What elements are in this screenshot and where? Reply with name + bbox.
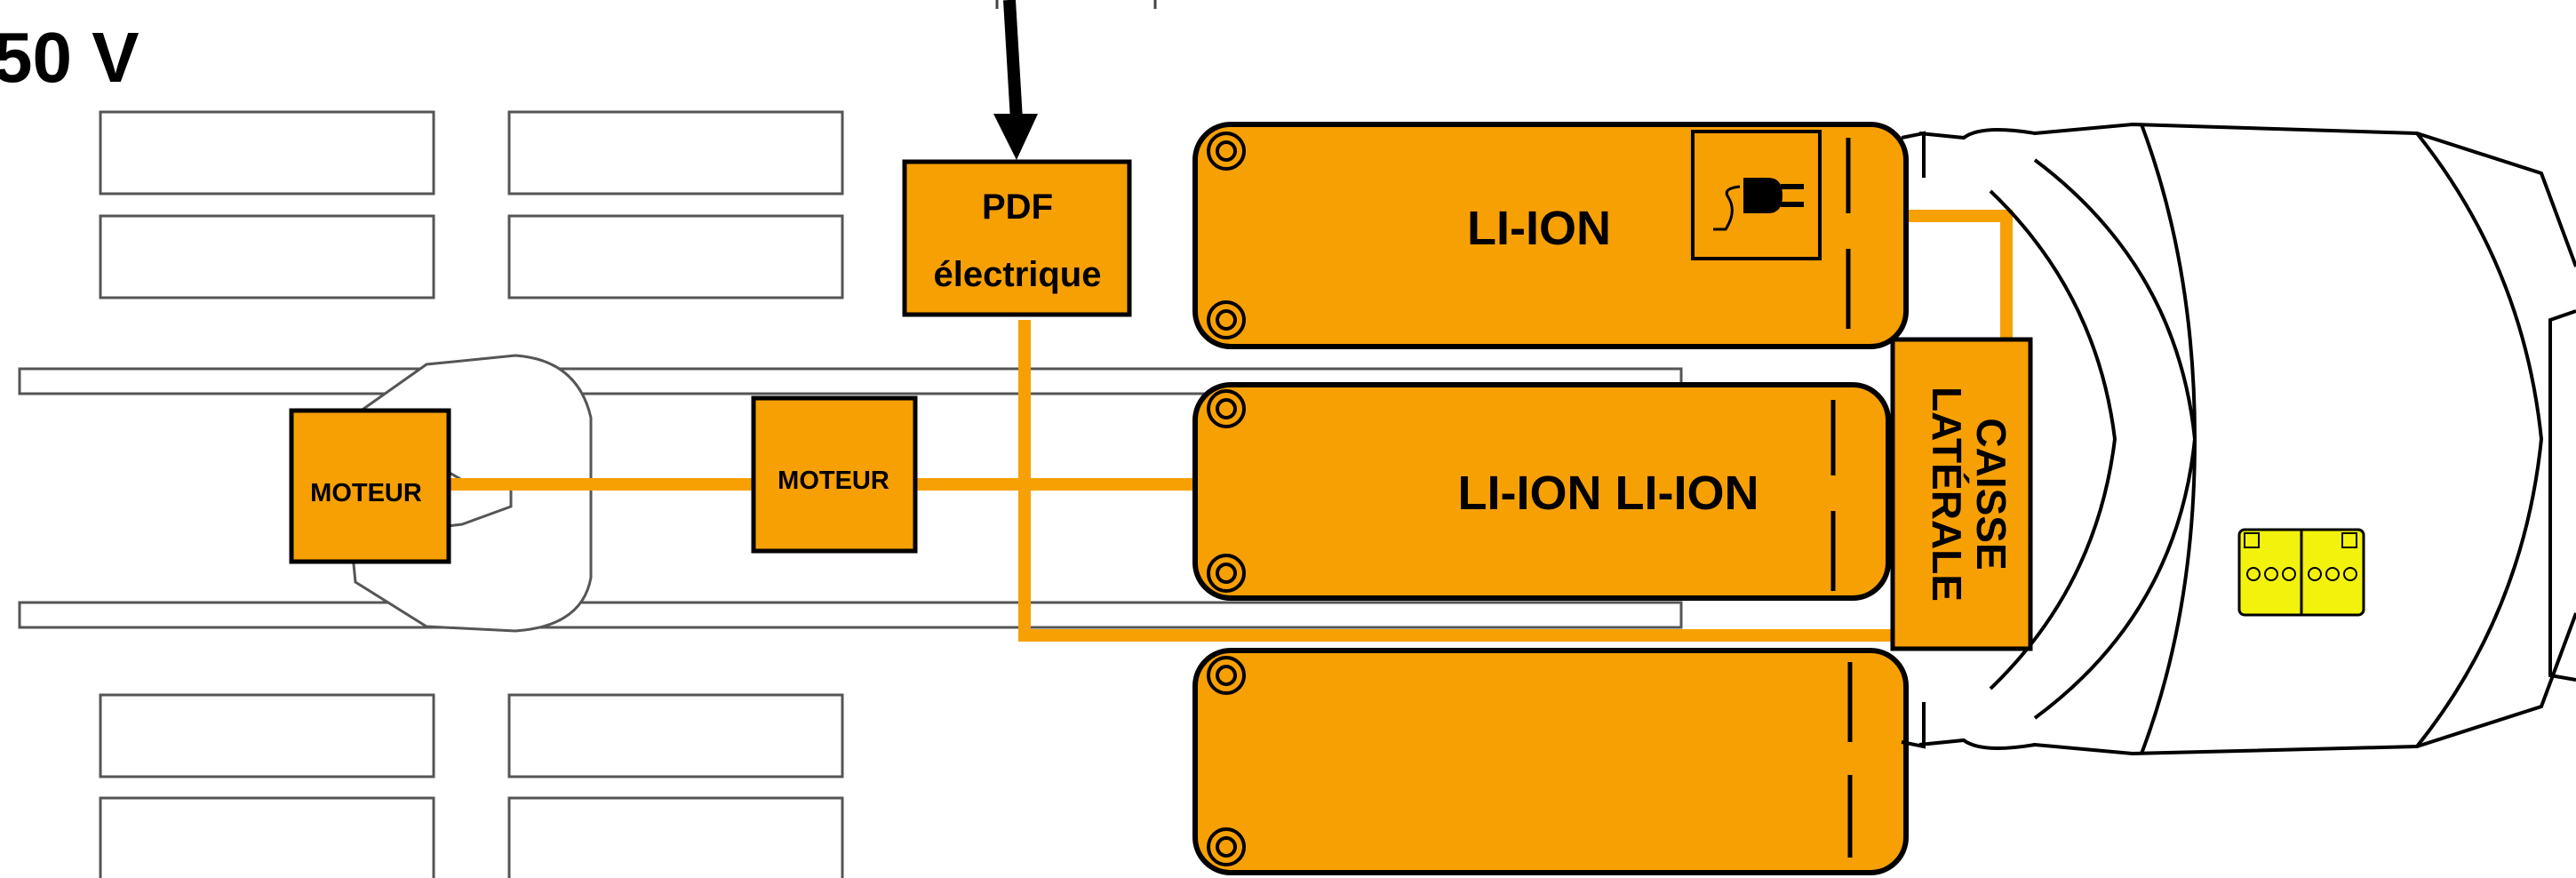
pto-label-line2: électrique [934, 255, 1102, 294]
battery-pack: LI-ION LI-ION [1192, 382, 1891, 601]
side-box: CAISSE LATÉRALE [1890, 337, 2033, 651]
battery-pack [1192, 648, 1909, 875]
motor-box: MOTEUR [289, 408, 451, 564]
power-cables [449, 210, 2013, 642]
battery-pack: LI-ION [1192, 122, 1909, 349]
battery-label: LI-ION LI-ION [1458, 467, 1759, 520]
deck-panels-top [99, 110, 844, 299]
fuse-block-icon [2237, 528, 2365, 617]
pto-box: PDF électrique [902, 159, 1132, 317]
arrow-down-icon [993, 0, 1038, 160]
motor-label: MOTEUR [778, 467, 889, 495]
chassis-rails [18, 367, 1683, 629]
tick-marks [995, 0, 1157, 9]
side-box-label-line2: LATÉRALE [1924, 387, 1970, 602]
motor-box: MOTEUR [751, 395, 918, 554]
deck-panels-bottom [99, 693, 844, 878]
side-box-label-line1: CAISSE [1968, 418, 2014, 570]
plug-icon [1691, 130, 1822, 260]
truck-cab [1901, 122, 2576, 756]
motor-label: MOTEUR [310, 479, 422, 507]
battery-label: LI-ION [1467, 202, 1611, 255]
pto-label-line1: PDF [982, 188, 1053, 227]
voltage-label: 50 V [0, 18, 140, 97]
